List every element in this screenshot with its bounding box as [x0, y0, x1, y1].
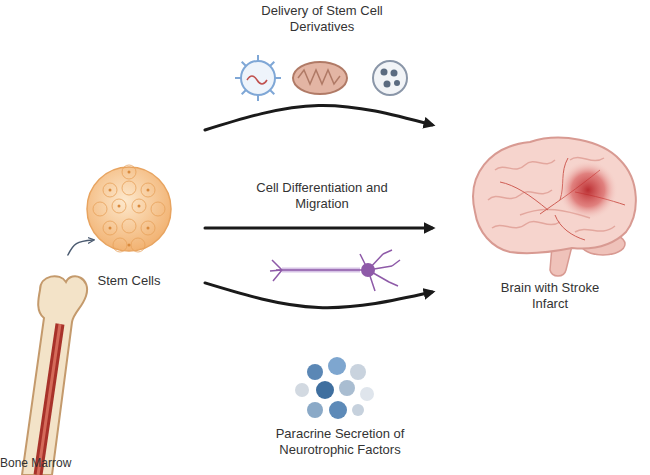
factor-dot — [352, 404, 364, 416]
cell-dot — [109, 189, 112, 192]
bone-outline — [22, 276, 87, 475]
factor-dot — [328, 357, 346, 375]
brain-node: Brain with Stroke Infarct — [432, 110, 650, 320]
cell-granule — [141, 221, 155, 235]
bone-marrow-core — [38, 324, 60, 475]
axon-terminal — [270, 260, 282, 281]
factor-dot — [339, 380, 355, 396]
exosome-spikes — [235, 55, 281, 101]
cell-texture — [93, 165, 165, 252]
stem-cell-illustration — [87, 165, 171, 252]
pathway-label: Delivery of Stem Cell Derivatives — [247, 3, 397, 36]
vesicle-cargo — [391, 70, 398, 77]
vesicle-cargo — [384, 81, 391, 88]
pathway-label: Paracrine Secretion of Neurotrophic Fact… — [258, 426, 422, 459]
pathway-arrow — [205, 105, 432, 130]
vessel — [500, 182, 548, 210]
vesicle-icon — [373, 61, 407, 95]
cell-granule — [131, 238, 145, 252]
factor-dot — [329, 401, 347, 419]
cell-granule — [113, 238, 127, 252]
gyrus — [492, 221, 560, 228]
neuron-soma — [361, 263, 375, 277]
cell-dot — [138, 205, 141, 208]
exosome-body — [241, 61, 275, 95]
neuron-illustration — [270, 250, 400, 291]
dendrites — [360, 250, 400, 291]
cell-dots — [109, 171, 150, 247]
factor-dot — [350, 364, 366, 380]
stem-cell-node: Stem Cells — [93, 120, 205, 295]
exosome-icon — [235, 55, 281, 101]
bone-marrow-highlight — [38, 324, 60, 475]
brain-vessels — [500, 158, 625, 240]
factor-dot — [307, 402, 323, 418]
pathway-label: Cell Differentiation and Migration — [252, 180, 392, 213]
cell-dot — [128, 171, 131, 174]
mitochondrion-icon — [293, 62, 347, 94]
cell-dot — [118, 205, 121, 208]
pathway-arrow — [205, 226, 432, 229]
brain-illustration — [473, 138, 636, 276]
cell-granule — [122, 165, 136, 179]
neurotrophic-factor-dots — [295, 357, 374, 419]
exosome-rna — [247, 76, 267, 84]
cell-granule — [151, 202, 165, 216]
cell-granule — [112, 199, 126, 213]
cell-granule — [93, 202, 107, 216]
mitochondrion-body — [293, 62, 347, 94]
cell-dot — [147, 189, 150, 192]
cell-dot — [109, 227, 112, 230]
cell-granule — [103, 183, 117, 197]
factor-dot — [360, 387, 374, 401]
cell-granule — [132, 199, 146, 213]
pathway-arrow — [205, 283, 432, 308]
cell-granule — [141, 183, 155, 197]
vesicle-cargo — [394, 80, 400, 86]
vesicle-body — [373, 61, 407, 95]
bone-marrow-node: Bone Marrow — [0, 255, 93, 475]
vesicle-cargo — [381, 69, 388, 76]
cell-dot — [128, 244, 131, 247]
stem-cell-body — [87, 167, 171, 251]
factor-dot — [307, 364, 323, 380]
bone-illustration — [22, 276, 87, 475]
gyrus — [575, 226, 615, 232]
node-label: Brain with Stroke Infarct — [500, 280, 600, 313]
gyrus — [488, 190, 552, 200]
factor-dot — [316, 381, 334, 399]
node-label: Stem Cells — [84, 273, 174, 289]
cell-granule — [122, 219, 136, 233]
gyrus — [495, 160, 555, 170]
cell-granule — [122, 181, 136, 195]
cell-granule — [103, 221, 117, 235]
cell-dot — [147, 227, 150, 230]
brain-outline — [473, 138, 636, 254]
axon — [276, 269, 362, 271]
stroke-infarct — [558, 160, 618, 220]
factor-dot — [295, 383, 309, 397]
node-label: Bone Marrow — [0, 456, 93, 471]
mitochondrion-cristae — [298, 70, 340, 84]
origin-arrow — [68, 240, 93, 255]
